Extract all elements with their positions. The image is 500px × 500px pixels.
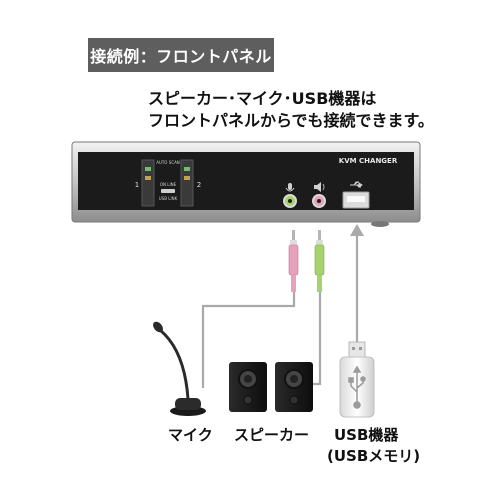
- port-selector-buttons: 1 2 AUTO SCAN ON LINE USB LINK: [135, 159, 201, 207]
- speaker-icon: [314, 182, 325, 192]
- speaker-jack[interactable]: [312, 194, 326, 208]
- led-1: [145, 167, 151, 171]
- microphone: [153, 321, 206, 416]
- device-foot: [371, 221, 389, 227]
- auto-scan-label: AUTO SCAN: [156, 160, 180, 165]
- mic-label: マイク: [168, 426, 213, 444]
- mic-plug: [288, 230, 299, 292]
- mic-cable: [201, 292, 296, 388]
- usb-port[interactable]: [342, 191, 370, 209]
- port-number-2: 2: [197, 181, 201, 189]
- kvm-device: KVM CHANGER 1 2 AUTO SCAN ON LINE USB LI…: [71, 141, 421, 227]
- speaker-right: [275, 362, 313, 412]
- led-4: [184, 176, 190, 180]
- usb-logo-icon: [348, 365, 366, 409]
- usb-memory-label: (USBメモリ): [327, 447, 421, 465]
- usb-arrow-icon: [350, 224, 364, 236]
- usb-device-label: USB機器: [334, 426, 399, 444]
- description-line-1: スピーカー･マイク･USB機器は: [148, 89, 377, 108]
- speaker-left: [229, 362, 267, 412]
- led-3: [145, 176, 151, 180]
- status-strip: [161, 189, 175, 193]
- usb-symbol-icon: [350, 181, 363, 188]
- mic-jack[interactable]: [283, 194, 297, 208]
- port-number-1: 1: [135, 181, 139, 189]
- on-line-label: ON LINE: [160, 182, 177, 187]
- microphone-icon: [285, 183, 295, 192]
- port-button-1[interactable]: [141, 159, 155, 207]
- description: スピーカー･マイク･USB機器は フロントパネルからでも接続できます。: [148, 88, 434, 132]
- speaker-label: スピーカー: [234, 426, 310, 444]
- port-button-2[interactable]: [180, 159, 194, 207]
- device-name: KVM CHANGER: [339, 157, 398, 165]
- speaker-cable: [312, 292, 322, 386]
- led-2: [184, 167, 190, 171]
- speaker-plug: [314, 230, 325, 292]
- usb-link-label: USB LINK: [159, 196, 178, 201]
- description-line-2: フロントパネルからでも接続できます。: [148, 111, 434, 130]
- section-title: 接続例：フロントパネル: [88, 38, 274, 72]
